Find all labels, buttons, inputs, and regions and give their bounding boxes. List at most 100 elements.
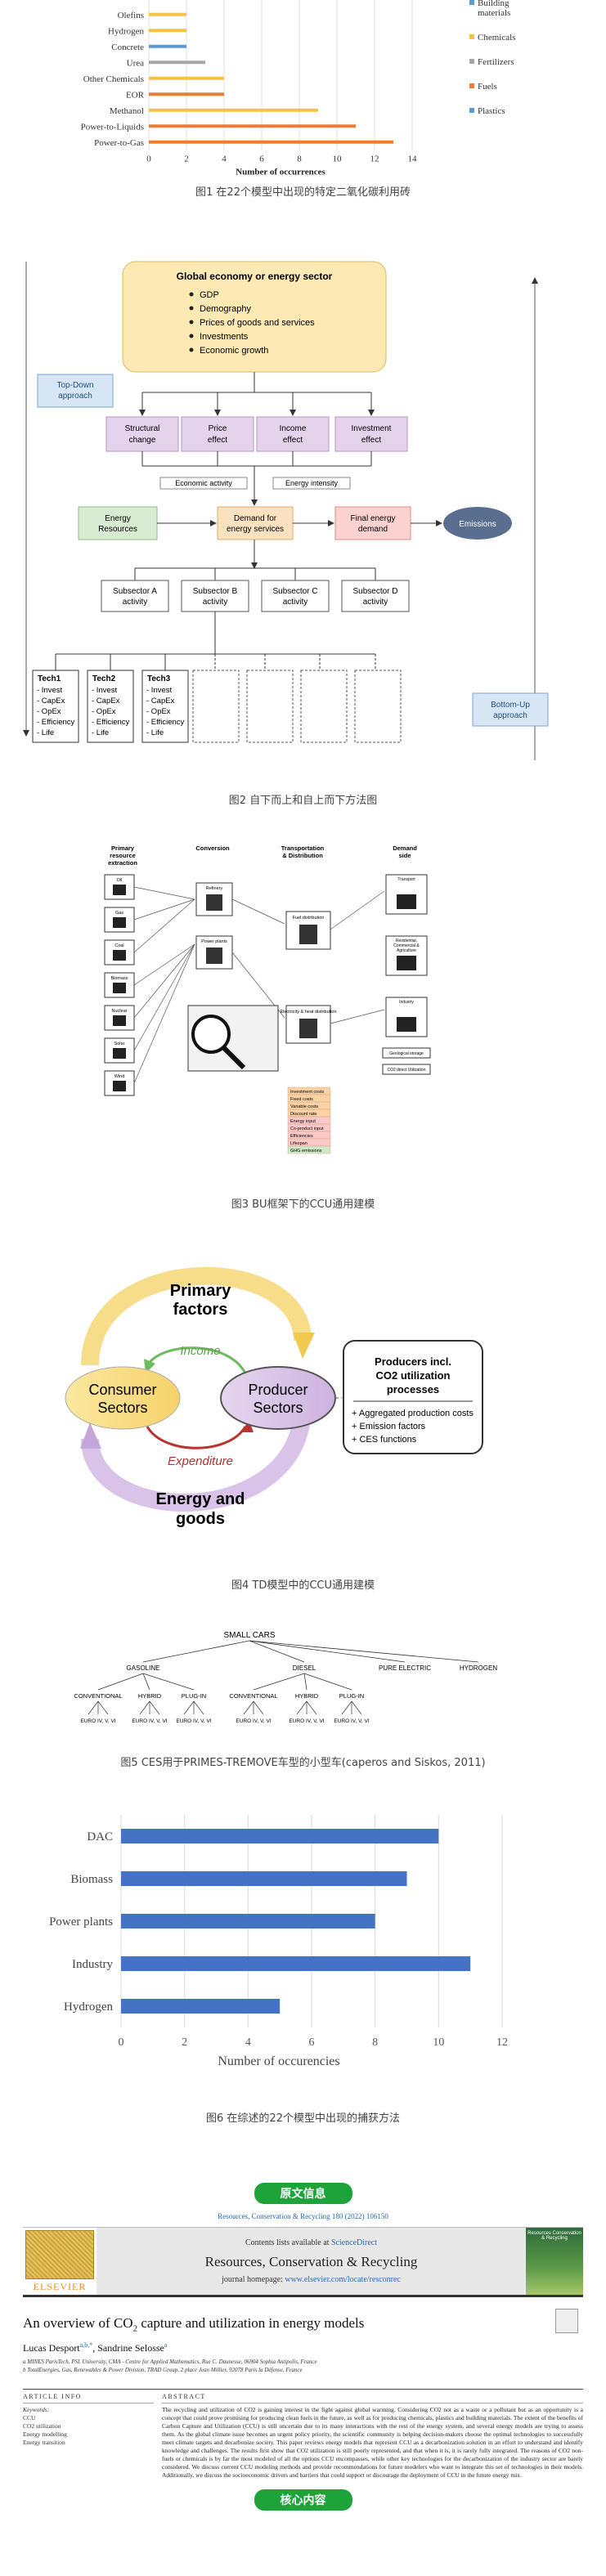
tree-node: PLUG-IN [339,1692,364,1700]
tech-box [141,670,189,743]
category-label: Biomass [70,1873,113,1886]
svg-text:- OpEx: - OpEx [92,707,116,716]
producers-box-title: Producers incl. [375,1355,451,1368]
svg-text:- Life: - Life [146,728,164,737]
box-item: + Aggregated production costs [352,1409,474,1418]
column-header: Demand [393,844,417,852]
energy-resources: Energy [105,514,131,523]
svg-text:- OpEx: - OpEx [37,707,61,716]
legend-label: Building [478,0,509,8]
tick-label: 0 [146,155,151,164]
tree-node: CONVENTIONAL [74,1692,122,1700]
category-label: Hydrogen [108,26,144,36]
global-item: Investments [200,332,249,342]
author-2[interactable]: Sandrine Selosse [97,2342,164,2354]
legend-swatch [469,108,474,113]
tree-node: GASOLINE [127,1664,160,1672]
bar [149,44,186,48]
tick-label: 4 [222,155,227,164]
top-down-label: Top-Down [56,381,93,390]
svg-text:Sectors: Sectors [253,1400,303,1416]
bottom-up-label: Bottom-Up [491,701,530,710]
category-label: Methanol [110,106,144,116]
producer-sectors: Producer [248,1382,307,1398]
svg-text:Tech3: Tech3 [147,674,171,683]
abstract-text: The recycling and utilization of CO2 is … [162,2406,583,2480]
legend-item: GHG emissions [290,1149,322,1154]
tree-node: CONVENTIONAL [229,1692,277,1700]
category-label: Hydrogen [64,2000,113,2014]
tick-label: 8 [297,155,302,164]
subsector-box [341,580,410,612]
bar [121,1871,407,1886]
category-label: Industry [72,1958,113,1971]
tree-node: DIESEL [293,1664,316,1672]
category-label: DAC [87,1830,113,1844]
resource-icon [113,885,126,895]
demand-energy-services: Demand for [234,514,277,523]
svg-text:- CapEx: - CapEx [37,697,65,706]
svg-text:Tech2: Tech2 [92,674,116,683]
svg-text:Tech1: Tech1 [38,674,61,683]
category-label: Urea [127,58,144,68]
fig2-caption: 图2 自下而上和自上而下方法图 [228,795,378,807]
legend-item-bg [287,1145,331,1154]
svg-text:- CapEx: - CapEx [146,697,175,706]
homepage-link[interactable]: www.elsevier.com/locate/resconrec [285,2275,401,2284]
column-header: Primary [111,844,135,852]
expenditure-label: Expenditure [168,1454,233,1468]
svg-text:- Invest: - Invest [146,686,173,695]
svg-text:Subsector C: Subsector C [272,587,317,596]
svg-text:Resources: Resources [98,525,137,534]
legend-swatch [469,0,474,5]
svg-text:Power plants: Power plants [201,939,227,944]
primary-factors: Primary [170,1282,231,1300]
svg-text:Structural: Structural [125,424,160,433]
tick-label: 0 [119,2036,124,2049]
journal-header: ELSEVIER Contents lists available at Sci… [23,2227,583,2297]
legend-label: Chemicals [478,33,515,43]
final-energy-demand: Final energy [350,514,395,523]
keyword: Energy modelling [23,2430,67,2439]
bar [121,1914,375,1929]
svg-text:- OpEx: - OpEx [146,707,171,716]
affiliation-1: a MINES ParisTech, PSL University, CMA -… [23,2359,317,2366]
demand-icon [397,894,416,909]
global-title: Global economy or energy sector [177,271,333,282]
paper-header: 原文信息 Resources, Conservation & Recycling… [23,2183,583,2511]
category-label: Power plants [49,1915,113,1929]
svg-text:Geological storage: Geological storage [389,1051,424,1056]
author-1[interactable]: Lucas Desport [23,2342,80,2354]
legend-item: Energy input [290,1119,316,1124]
check-updates-icon[interactable] [555,2309,578,2333]
svg-text:Biomass: Biomass [110,976,128,981]
legend-item: Lifespan [290,1141,307,1146]
effect-box [105,416,179,452]
sciencedirect-link[interactable]: ScienceDirect [330,2238,378,2247]
tree-node: PLUG-IN [182,1692,206,1700]
effect-box [334,416,408,452]
techs: Tech1- Invest- CapEx- OpEx- Efficiency- … [32,670,189,743]
column-header: Conversion [195,844,230,852]
keyword: CCU [23,2414,36,2422]
svg-text:approach: approach [493,711,527,720]
demand-icon [397,956,416,970]
svg-text:Transport: Transport [397,877,415,882]
svg-text:- Invest: - Invest [37,686,63,695]
tree-leaf: EURO IV, V, VI [334,1718,369,1724]
paper-authors: Lucas Desporta,b,*, Sandrine Selossea [23,2341,168,2354]
legend-item: Discount rate [290,1112,316,1117]
storage-box [382,1064,431,1075]
svg-text:Industry: Industry [399,1000,414,1005]
core-content-pill: 核心内容 [254,2489,352,2511]
bar [149,76,224,80]
journal-reference[interactable]: Resources, Conservation & Recycling 180 … [218,2212,388,2220]
paper-title: An overview of CO2 capture and utilizati… [23,2315,365,2334]
legend-item: Efficiencies [290,1134,313,1139]
svg-text:effect: effect [361,436,381,445]
